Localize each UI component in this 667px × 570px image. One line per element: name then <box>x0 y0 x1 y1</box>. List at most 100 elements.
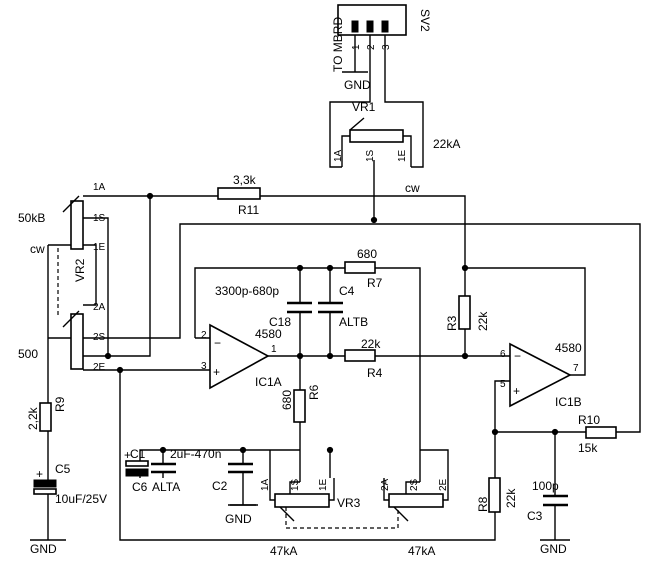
connector-wires <box>329 35 424 168</box>
gnd-label-c5: GND <box>30 542 57 556</box>
gnd-label-c3: GND <box>540 542 567 556</box>
connector-ref: SV2 <box>418 9 432 32</box>
pot-vr1: VR1 22kA 1A 1S 1E cw <box>333 100 460 220</box>
c18-ref: C18 <box>269 315 291 329</box>
r10 <box>585 426 617 439</box>
r9-value: 2,2k <box>26 406 40 430</box>
vr2-pin-2a: 2A <box>93 302 106 313</box>
vr1-cw: cw <box>405 181 420 195</box>
r8-value: 22k <box>504 488 518 508</box>
junction-dots <box>104 192 559 454</box>
vr2-pin-1a: 1A <box>93 182 106 193</box>
ic1a-ref: IC1A <box>255 375 282 389</box>
vr3-pin-1e: 1E <box>318 478 329 491</box>
c4-value: ALTB <box>339 315 368 329</box>
ic1a-plus: + <box>213 365 220 379</box>
vr3-value-left: 47kA <box>270 544 297 558</box>
connector-pin-3 <box>381 20 389 33</box>
r10-value: 15k <box>578 441 598 455</box>
r3-value: 22k <box>476 311 490 331</box>
opamp-ic1b <box>509 342 572 408</box>
c18 <box>287 301 312 314</box>
c6-value: ALTA <box>152 480 180 494</box>
vr1-ends <box>341 135 412 167</box>
c18-value: 3300p-680p <box>215 284 279 298</box>
c2-value: 2uF-470n <box>170 447 221 461</box>
ic1b-pin-5: 5 <box>500 379 506 390</box>
r6-ref: R6 <box>307 384 321 400</box>
connector-label: TO MBRD <box>331 17 345 72</box>
vr2-pin-1e: 1E <box>93 242 106 253</box>
vr1-pin-1a: 1A <box>333 149 344 162</box>
r4-ref: R4 <box>367 366 383 380</box>
c1 <box>151 462 176 474</box>
r3-ref: R3 <box>445 315 459 331</box>
connector-sv2: SV2 TO MBRD 1 2 3 <box>331 4 432 72</box>
vr2-cw: cw <box>30 242 45 256</box>
vr2-upper-body <box>70 200 84 250</box>
ic1a-pin-2: 2 <box>201 330 207 341</box>
vr3-pin-2e: 2E <box>438 478 449 491</box>
vr2-arrows <box>62 195 80 328</box>
r6-value: 680 <box>280 390 294 410</box>
ic1a-pin-1: 1 <box>271 344 277 355</box>
ic1a-pin-3: 3 <box>201 361 207 372</box>
connector-pin-2 <box>366 20 374 33</box>
c6-plus: + <box>124 448 131 462</box>
vr3-pin-1s: 1S <box>290 478 301 491</box>
vr1-ref: VR1 <box>352 100 376 114</box>
r4-value: 22k <box>361 337 381 351</box>
r7-ref: R7 <box>367 276 383 290</box>
vr1-wiper <box>349 117 375 220</box>
vr1-body <box>349 129 404 143</box>
connector-pin-1 <box>351 20 359 33</box>
ic1a-minus: − <box>214 336 221 350</box>
vr3-pin-2a: 2A <box>380 478 391 491</box>
gnd-label-c2: GND <box>225 512 252 526</box>
vr2-ref: VR2 <box>73 258 87 282</box>
r4 <box>344 349 376 362</box>
vr3-left-body <box>274 493 330 508</box>
r10-ref: R10 <box>578 413 600 427</box>
r7-value: 680 <box>357 247 377 261</box>
r8-ref: R8 <box>476 496 490 512</box>
r6 <box>293 389 306 423</box>
r11-value: 3,3k <box>233 173 257 187</box>
vr3-gang-link <box>285 507 399 529</box>
vr2-value-top: 50kB <box>18 211 45 225</box>
vr1-pin-1s: 1S <box>365 149 376 162</box>
vr2-pin-2e: 2E <box>93 362 106 373</box>
c6-ref: C6 <box>132 480 148 494</box>
vr2-value-bottom: 500 <box>18 347 38 361</box>
ic1a-part: 4580 <box>255 327 282 341</box>
c1-ref: C1 <box>130 447 146 461</box>
vr1-pin-1e: 1E <box>397 149 408 162</box>
vr3-end-leads <box>269 478 449 501</box>
c4 <box>318 301 343 314</box>
c4-ref: C4 <box>339 284 355 298</box>
c5-plate-positive <box>33 488 57 495</box>
c3 <box>543 494 568 507</box>
r7 <box>344 261 376 274</box>
r11 <box>217 187 261 200</box>
connector-gnd: GND <box>344 78 371 92</box>
c3-ref: C3 <box>527 509 543 523</box>
c5-value: 10uF/25V <box>55 492 107 506</box>
c2 <box>228 462 253 474</box>
vr3-value-right: 47kA <box>408 544 435 558</box>
ic1b-minus: − <box>514 349 521 363</box>
r9 <box>39 402 52 432</box>
ic1b-pin-7: 7 <box>573 363 579 374</box>
r3 <box>458 295 471 330</box>
c5-plus: + <box>36 467 43 481</box>
c5-ref: C5 <box>55 462 71 476</box>
c2-ref: C2 <box>212 479 228 493</box>
vr3-pin-1a: 1A <box>260 478 271 491</box>
ic1b-pin-6: 6 <box>500 349 506 360</box>
c3-value: 100p <box>532 479 559 493</box>
c6-plate-negative <box>125 468 149 477</box>
c5-plate-negative <box>33 479 57 488</box>
ic1b-part: 4580 <box>555 341 582 355</box>
r11-ref: R11 <box>238 203 259 217</box>
